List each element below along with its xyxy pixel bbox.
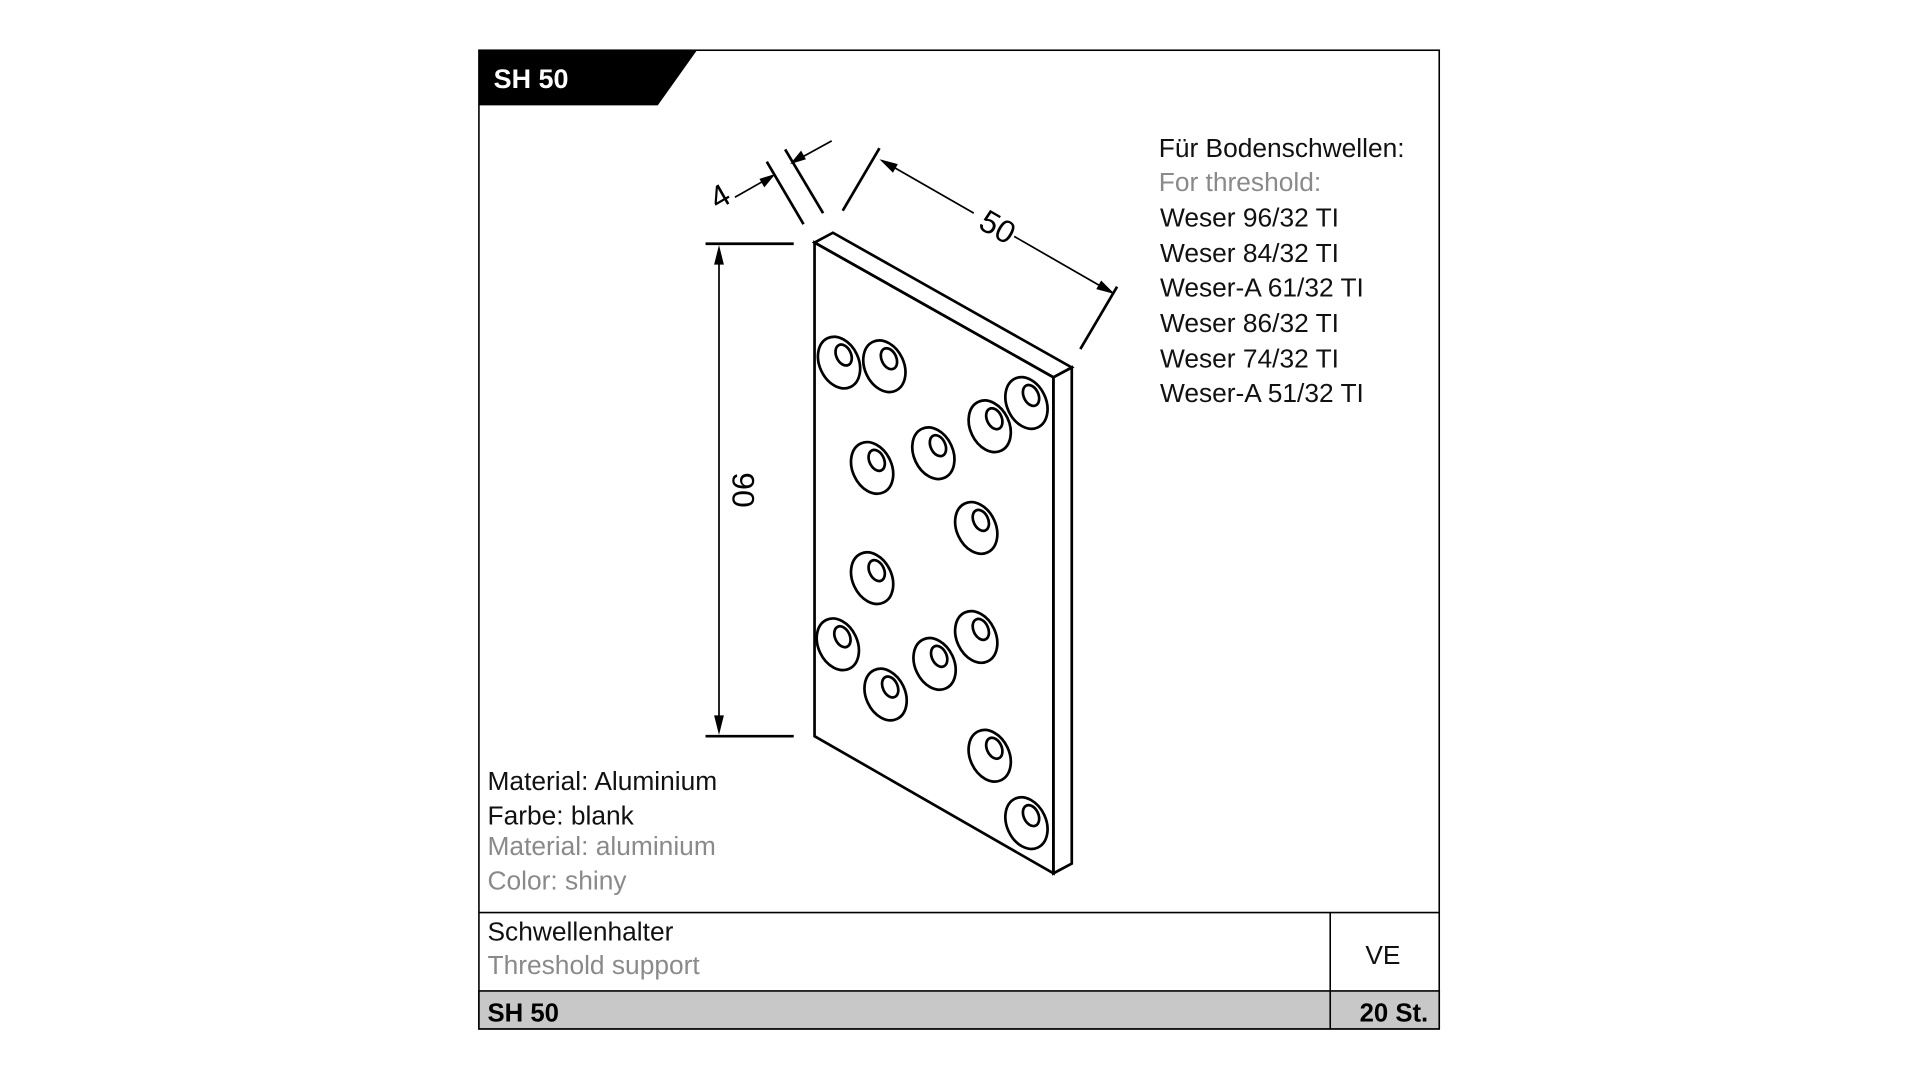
footer-quantity: 20 St. <box>1360 1000 1429 1028</box>
compatibility-item: Weser-A 51/32 TI <box>1160 378 1364 408</box>
thickness-dimension-label: 4 <box>703 176 736 216</box>
product-name-en: Threshold support <box>488 950 701 980</box>
material-en: Material: aluminium <box>488 831 716 861</box>
plate-holes <box>815 335 1049 851</box>
compatibility-title-en: For threshold: <box>1159 167 1321 197</box>
hole-icon <box>953 500 999 556</box>
product-label-badge <box>478 50 697 106</box>
product-name-de: Schwellenhalter <box>488 917 674 947</box>
color-en: Color: shiny <box>488 865 628 895</box>
compatibility-title-de: Für Bodenschwellen: <box>1159 133 1405 163</box>
hole-icon <box>849 551 895 606</box>
dimension-thickness: 4 <box>703 140 833 225</box>
hole-icon <box>967 399 1013 454</box>
hole-icon <box>1004 375 1049 431</box>
product-code-title: SH 50 <box>494 64 569 94</box>
height-dimension-label: 90 <box>725 472 761 507</box>
hole-icon <box>1004 795 1049 851</box>
hole-icon <box>816 335 862 390</box>
compatibility-item: Weser 74/32 TI <box>1160 343 1339 373</box>
footer-product-code: SH 50 <box>488 1000 559 1028</box>
material-de: Material: Aluminium <box>488 766 718 796</box>
compatibility-item: Weser 86/32 TI <box>1160 308 1339 338</box>
hole-icon <box>912 636 958 692</box>
hole-icon <box>910 426 956 481</box>
hole-icon <box>849 440 895 496</box>
dimension-width: 50 <box>841 147 1119 350</box>
width-dimension-label: 50 <box>973 202 1022 251</box>
hole-icon <box>815 617 861 672</box>
dimension-height: 90 <box>705 242 794 738</box>
hole-icon <box>953 609 999 665</box>
footer-bar <box>478 990 1441 1030</box>
plate-drawing <box>811 231 1075 876</box>
unit-label: VE <box>1365 940 1400 970</box>
plate-side-face <box>1052 365 1074 876</box>
compatibility-item: Weser-A 61/32 TI <box>1160 272 1364 302</box>
hole-icon <box>861 339 907 394</box>
compatibility-item: Weser 84/32 TI <box>1160 238 1339 268</box>
hole-icon <box>863 667 909 722</box>
hole-icon <box>967 728 1013 783</box>
plate-top-face <box>811 231 1075 379</box>
color-de: Farbe: blank <box>488 800 635 830</box>
compatibility-item: Weser 96/32 TI <box>1160 203 1339 233</box>
